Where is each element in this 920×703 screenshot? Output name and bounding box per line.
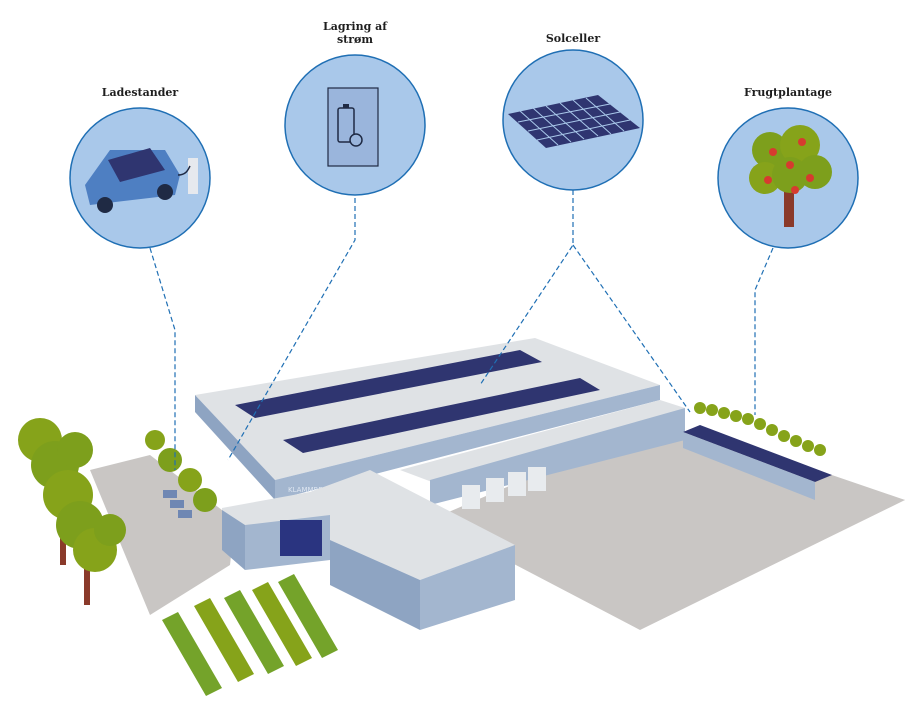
- label-solar: Solceller: [545, 32, 601, 45]
- orchard-building: [683, 402, 832, 500]
- battery-cabinet-icon: [327, 87, 379, 167]
- solar-panel-icon: [508, 95, 640, 148]
- office-block: [222, 470, 515, 630]
- tree-row-left: [18, 418, 217, 605]
- apple-tree-icon: [749, 125, 832, 227]
- callout-orchard: [717, 107, 859, 249]
- label-charging: Ladestander: [101, 86, 179, 99]
- crop-fields: [162, 574, 338, 696]
- label-storage: Lagring af strøm: [323, 20, 387, 46]
- callout-charging: [69, 107, 211, 249]
- callout-solar: [502, 49, 644, 191]
- building-sign: KLAMMRD: [288, 486, 324, 494]
- parked-cars: [163, 490, 192, 518]
- main-hall: KLAMMRD: [195, 338, 660, 500]
- leader-lines: [149, 190, 774, 470]
- loading-wing: [400, 400, 685, 509]
- electric-car-charger-icon: [85, 148, 198, 213]
- callout-storage: [284, 54, 426, 196]
- label-orchard: Frugtplantage: [743, 86, 833, 99]
